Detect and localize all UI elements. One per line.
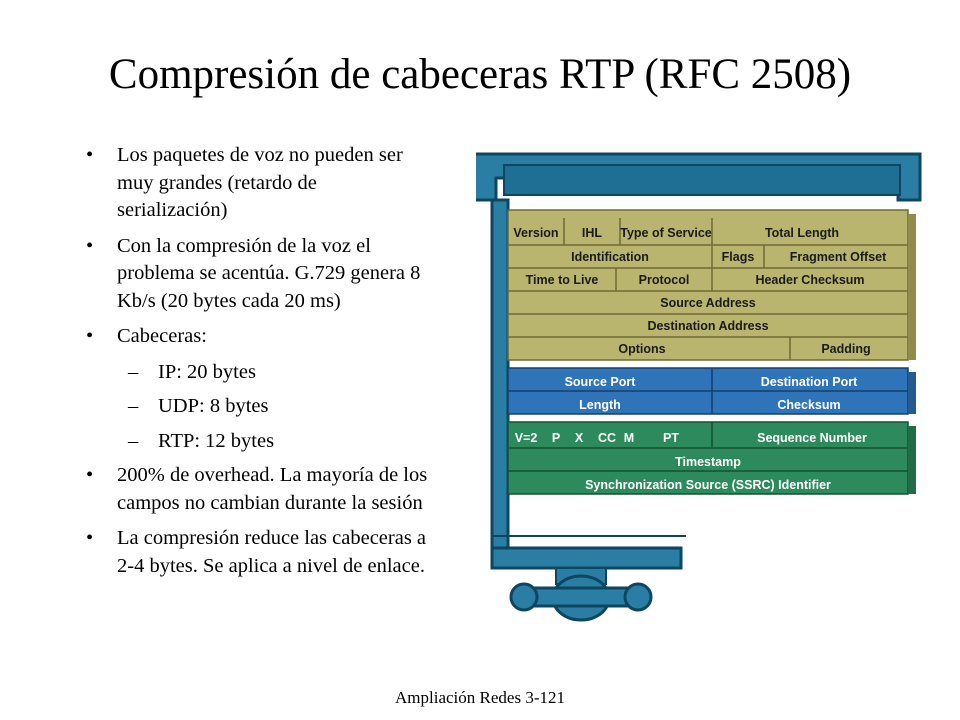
- ip-field-padding: Padding: [821, 342, 870, 356]
- bullet-item: Cabeceras:: [86, 323, 431, 351]
- ip-field-source-address: Source Address: [660, 296, 755, 310]
- ip-field-destination-address: Destination Address: [647, 319, 768, 333]
- rtp-field-sequence-number: Sequence Number: [757, 431, 867, 445]
- bullet-item: Con la compresión de la voz el problema …: [86, 233, 431, 316]
- bullet-list: Los paquetes de voz no pueden ser muy gr…: [86, 142, 431, 588]
- ip-field-tos: Type of Service: [620, 226, 712, 240]
- bullet-item: Los paquetes de voz no pueden ser muy gr…: [86, 142, 431, 225]
- rtp-field-padding: P: [552, 431, 560, 445]
- header-clamp-figure: Version IHL Type of Service Total Length…: [476, 148, 922, 632]
- rtp-field-csrc-count: CC: [598, 431, 616, 445]
- sub-bullet-item: IP: 20 bytes: [86, 359, 431, 387]
- ip-field-version: Version: [513, 226, 558, 240]
- ip-field-protocol: Protocol: [639, 273, 690, 287]
- bullet-item: 200% de overhead. La mayoría de los camp…: [86, 462, 431, 517]
- udp-field-length: Length: [579, 398, 621, 412]
- ip-field-options: Options: [618, 342, 665, 356]
- bullet-item: La compresión reduce las cabeceras a 2-4…: [86, 525, 431, 580]
- rtp-field-timestamp: Timestamp: [675, 455, 741, 469]
- rtp-field-version: V=2: [515, 431, 538, 445]
- udp-field-checksum: Checksum: [777, 398, 840, 412]
- ip-field-header-checksum: Header Checksum: [755, 273, 864, 287]
- ip-field-identification: Identification: [571, 250, 649, 264]
- rtp-field-ssrc: Synchronization Source (SSRC) Identifier: [585, 478, 831, 492]
- sub-bullet-item: RTP: 12 bytes: [86, 428, 431, 456]
- ip-field-total-length: Total Length: [765, 226, 839, 240]
- ip-field-ttl: Time to Live: [526, 273, 599, 287]
- ip-header-block: Version IHL Type of Service Total Length…: [507, 209, 916, 361]
- udp-field-source-port: Source Port: [565, 375, 637, 389]
- slide-title: Compresión de cabeceras RTP (RFC 2508): [108, 51, 852, 98]
- clamp-frame: [476, 152, 922, 622]
- rtp-field-payload-type: PT: [663, 431, 679, 445]
- ip-field-flags: Flags: [722, 250, 755, 264]
- udp-header-block: Source Port Destination Port Length Chec…: [507, 367, 916, 415]
- rtp-field-marker: M: [624, 431, 634, 445]
- ip-field-ihl: IHL: [582, 226, 603, 240]
- rtp-field-extension: X: [575, 431, 584, 445]
- ip-field-fragment-offset: Fragment Offset: [790, 250, 887, 264]
- slide-footer: Ampliación Redes 3-121: [395, 688, 565, 707]
- rtp-header-block: V=2 P X CC M PT Sequence Number Timestam…: [507, 421, 916, 495]
- udp-field-destination-port: Destination Port: [761, 375, 858, 389]
- sub-bullet-item: UDP: 8 bytes: [86, 393, 431, 421]
